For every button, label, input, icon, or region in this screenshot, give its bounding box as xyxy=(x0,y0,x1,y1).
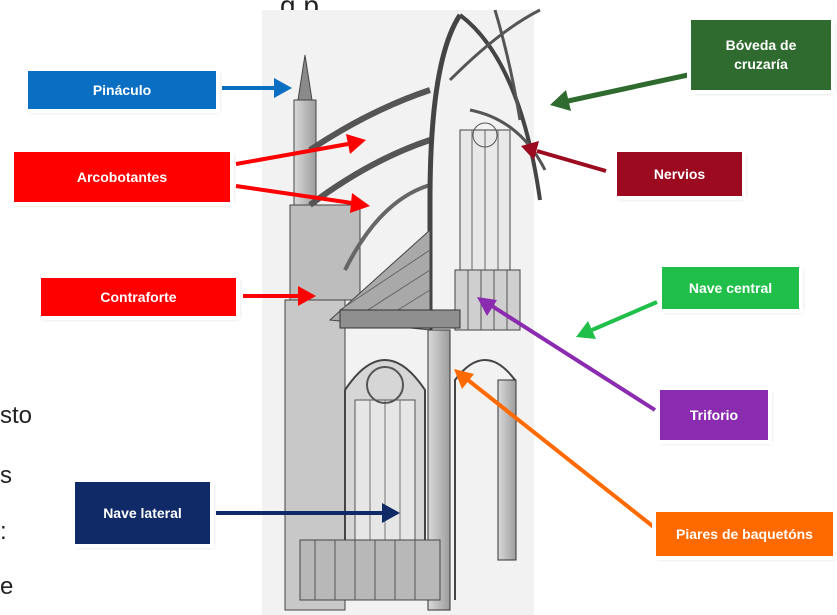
label-piares-de-baquetons: Piares de baquetóns xyxy=(652,508,837,560)
label-nave-central: Nave central xyxy=(658,263,803,313)
label-triforio: Triforio xyxy=(656,386,772,444)
pinaculo-arrow xyxy=(222,78,292,98)
label-arcobotantes: Arcobotantes xyxy=(10,148,234,206)
boveda-arrow xyxy=(550,72,689,111)
nave-lateral-arrow xyxy=(216,503,400,523)
contraforte-arrow xyxy=(243,286,316,306)
nervios-arrow xyxy=(521,141,607,173)
label-contraforte: Contraforte xyxy=(37,274,240,320)
background-text-line3: : xyxy=(0,518,7,545)
label-nervios: Nervios xyxy=(613,148,746,200)
background-text-line1: sto xyxy=(0,402,33,429)
label-pinaculo: Pináculo xyxy=(24,67,220,113)
arcobotantes-arrow-lower xyxy=(235,184,370,213)
arcobotantes-arrow-upper xyxy=(235,134,366,166)
background-text-line4: e xyxy=(0,573,14,600)
background-text-line2: s xyxy=(0,462,12,489)
label-boveda-de-cruzaria: Bóveda de cruzaría xyxy=(687,16,835,94)
triforio-arrow xyxy=(477,297,657,412)
nave-central-arrow xyxy=(576,300,658,339)
piares-arrow xyxy=(454,369,657,530)
label-nave-lateral: Nave lateral xyxy=(71,478,214,548)
